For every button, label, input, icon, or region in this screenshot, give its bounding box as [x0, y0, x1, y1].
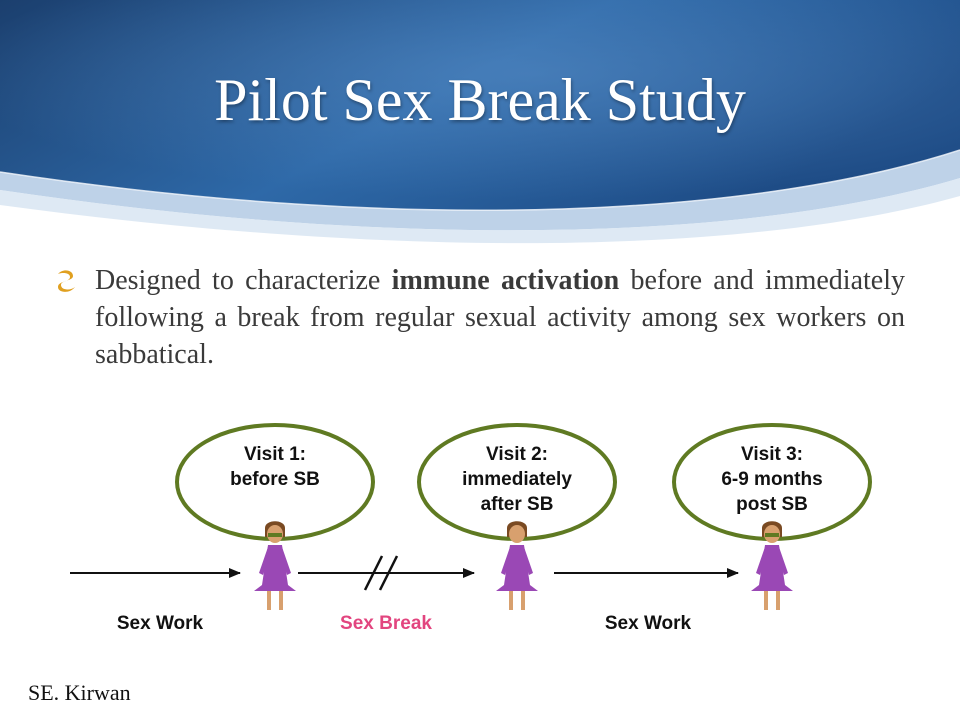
bullet-point: Designed to characterize immune activati…	[55, 262, 905, 373]
visit-2-line-3: after SB	[481, 494, 554, 515]
visit-1-line-2: before SB	[230, 469, 320, 490]
bullet-text-lead: Designed to characterize	[95, 265, 392, 296]
participant-figure-3	[751, 521, 793, 610]
citation: SE. Kirwan	[28, 680, 131, 705]
bullet-text-rest: before and immediately following a break…	[95, 265, 906, 370]
visit-3-line-1: Visit 3:	[741, 444, 803, 465]
break-marker-icon	[363, 555, 399, 591]
visit-2-node: Visit 2: immediately after SB	[417, 423, 617, 541]
participant-figure-1	[254, 521, 296, 610]
phase-label-2: Sex Break	[340, 613, 432, 634]
bullet-text: Designed to characterize immune activati…	[95, 262, 905, 373]
visit-1-line-1: Visit 1:	[244, 444, 306, 465]
bullet-flourish-icon	[58, 270, 75, 292]
header-background	[0, 0, 960, 244]
bullet-text-emphasis: immune activation	[391, 265, 620, 296]
phase-label-3: Sex Work	[605, 613, 692, 634]
visit-2-line-2: immediately	[462, 469, 572, 490]
study-timeline-diagram: Visit 1: before SB Visit 2: immediately …	[70, 423, 872, 634]
visit-3-line-2: 6-9 months	[721, 469, 822, 490]
visit-3-line-3: post SB	[736, 494, 808, 515]
participant-figure-2	[496, 521, 538, 610]
visit-2-line-1: Visit 2:	[486, 444, 548, 465]
slide-title: Pilot Sex Break Study	[214, 67, 746, 133]
visit-3-node: Visit 3: 6-9 months post SB	[672, 423, 872, 541]
phase-label-1: Sex Work	[117, 613, 204, 634]
